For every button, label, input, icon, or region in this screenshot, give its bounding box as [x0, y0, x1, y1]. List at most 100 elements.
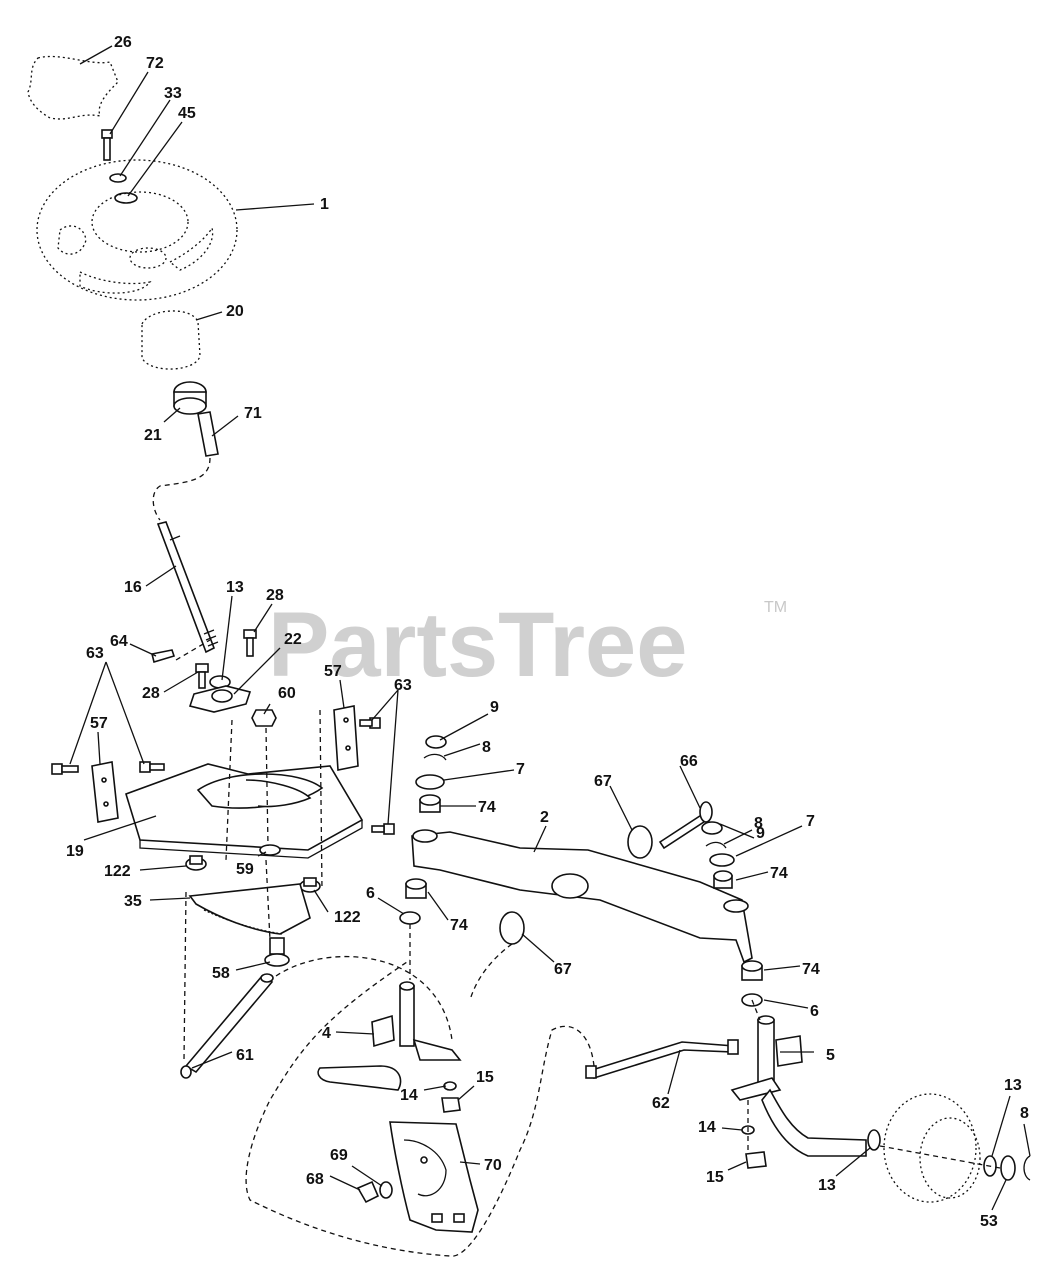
callout-2: 2 — [540, 809, 549, 826]
callout-33: 33 — [164, 85, 182, 102]
assembly-line — [245, 959, 595, 1257]
callout-74-left: 74 — [450, 917, 468, 934]
callout-59: 59 — [236, 861, 254, 878]
callout-8-left: 8 — [482, 739, 491, 756]
part-1-steering-wheel — [36, 159, 238, 301]
callout-6-right: 6 — [810, 1003, 819, 1020]
callout-15-right: 15 — [706, 1169, 724, 1186]
assembly-line — [152, 457, 211, 521]
part-35-sector-gear — [188, 883, 311, 935]
part-122-bushings — [185, 855, 321, 893]
part-8-clip-left — [423, 753, 447, 761]
part-61-drag-link — [180, 973, 274, 1079]
callout-57-right: 57 — [324, 663, 342, 680]
callout-67-lower: 67 — [554, 961, 572, 978]
part-9-cap-right — [701, 821, 723, 835]
part-22-bearing-flange — [188, 685, 252, 713]
part-19-support-plate — [125, 763, 364, 859]
callout-8-right: 8 — [754, 815, 763, 832]
callout-69: 69 — [330, 1147, 348, 1164]
callout-53: 53 — [980, 1213, 998, 1230]
part-5-spindle-right — [730, 1015, 867, 1157]
part-74-bushing-left — [405, 878, 427, 899]
callout-35: 35 — [124, 893, 142, 910]
callout-70: 70 — [484, 1157, 502, 1174]
part-72-bolt — [101, 129, 113, 161]
assembly-line — [275, 955, 453, 1041]
assembly-line — [751, 999, 761, 1021]
part-4-spindle-left — [317, 981, 462, 1091]
callout-61: 61 — [236, 1047, 254, 1064]
part-15-nut-left — [441, 1097, 461, 1113]
part-67-spacer-lower — [499, 911, 525, 945]
callout-122-right: 122 — [334, 909, 361, 926]
part-57-bracket-right — [333, 705, 359, 771]
part-20-boot — [141, 310, 201, 370]
callout-63-right: 63 — [394, 677, 412, 694]
watermark-trademark: TM — [764, 599, 787, 616]
callout-68: 68 — [306, 1171, 324, 1188]
part-58-pinion — [264, 937, 290, 967]
callout-58: 58 — [212, 965, 230, 982]
watermark-brand: PartsTree — [268, 594, 687, 696]
assembly-line — [265, 727, 269, 847]
callout-71: 71 — [244, 405, 262, 422]
callout-57-left: 57 — [90, 715, 108, 732]
part-66-pivot-bolt — [658, 801, 713, 850]
leader-lines — [69, 45, 1031, 1211]
part-70-plate — [389, 1121, 479, 1233]
callout-74-top: 74 — [478, 799, 496, 816]
callout-74-right: 74 — [770, 865, 788, 882]
callout-6-left: 6 — [366, 885, 375, 902]
callout-7-right: 7 — [806, 813, 815, 830]
assembly-line — [879, 1145, 1001, 1169]
callout-22: 22 — [284, 631, 302, 648]
assembly-line — [183, 891, 187, 1061]
callout-1: 1 — [320, 196, 329, 213]
callout-28-lower: 28 — [142, 685, 160, 702]
part-63-bolts — [51, 717, 395, 835]
part-74-bushing-top — [419, 794, 441, 813]
callout-13-shaft: 13 — [226, 579, 244, 596]
callout-7-left: 7 — [516, 761, 525, 778]
part-68-nut — [356, 1180, 380, 1204]
callout-72: 72 — [146, 55, 164, 72]
callout-21: 21 — [144, 427, 162, 444]
callout-66: 66 — [680, 753, 698, 770]
part-26-decal — [27, 55, 119, 120]
callout-9-left: 9 — [490, 699, 499, 716]
callout-63-left: 63 — [86, 645, 104, 662]
part-62-tie-rod — [585, 1039, 739, 1080]
part-74-bushing-lower-right — [741, 960, 763, 981]
part-2-front-axle — [411, 829, 753, 964]
callout-9-right: 9 — [756, 825, 765, 842]
part-45-cap — [114, 192, 138, 204]
part-21-gear-adapter — [173, 381, 207, 415]
callout-4: 4 — [322, 1025, 331, 1042]
part-16-steering-shaft — [156, 521, 219, 654]
callout-74-lower-right: 74 — [802, 961, 820, 978]
assembly-line — [469, 943, 513, 1001]
part-60-nut — [251, 709, 277, 727]
part-57-bracket-left — [91, 761, 119, 823]
callout-19: 19 — [66, 843, 84, 860]
assembly-line — [265, 859, 271, 941]
callout-14-left: 14 — [400, 1087, 418, 1104]
callout-8-wheel: 8 — [1020, 1105, 1029, 1122]
wheel-tire — [883, 1093, 981, 1203]
callout-16: 16 — [124, 579, 142, 596]
callout-28-upper: 28 — [266, 587, 284, 604]
part-53-washer — [1000, 1155, 1016, 1181]
callout-5: 5 — [826, 1047, 835, 1064]
callout-13-washer-top: 13 — [1004, 1077, 1022, 1094]
callout-67-upper: 67 — [594, 773, 612, 790]
callout-45: 45 — [178, 105, 196, 122]
part-64-pin — [151, 649, 176, 664]
callout-60: 60 — [278, 685, 296, 702]
callout-20: 20 — [226, 303, 244, 320]
part-67-spacer-upper — [627, 825, 653, 859]
part-28-bolt — [195, 629, 257, 689]
part-7-washer-left — [415, 774, 445, 790]
callout-64: 64 — [110, 633, 128, 650]
